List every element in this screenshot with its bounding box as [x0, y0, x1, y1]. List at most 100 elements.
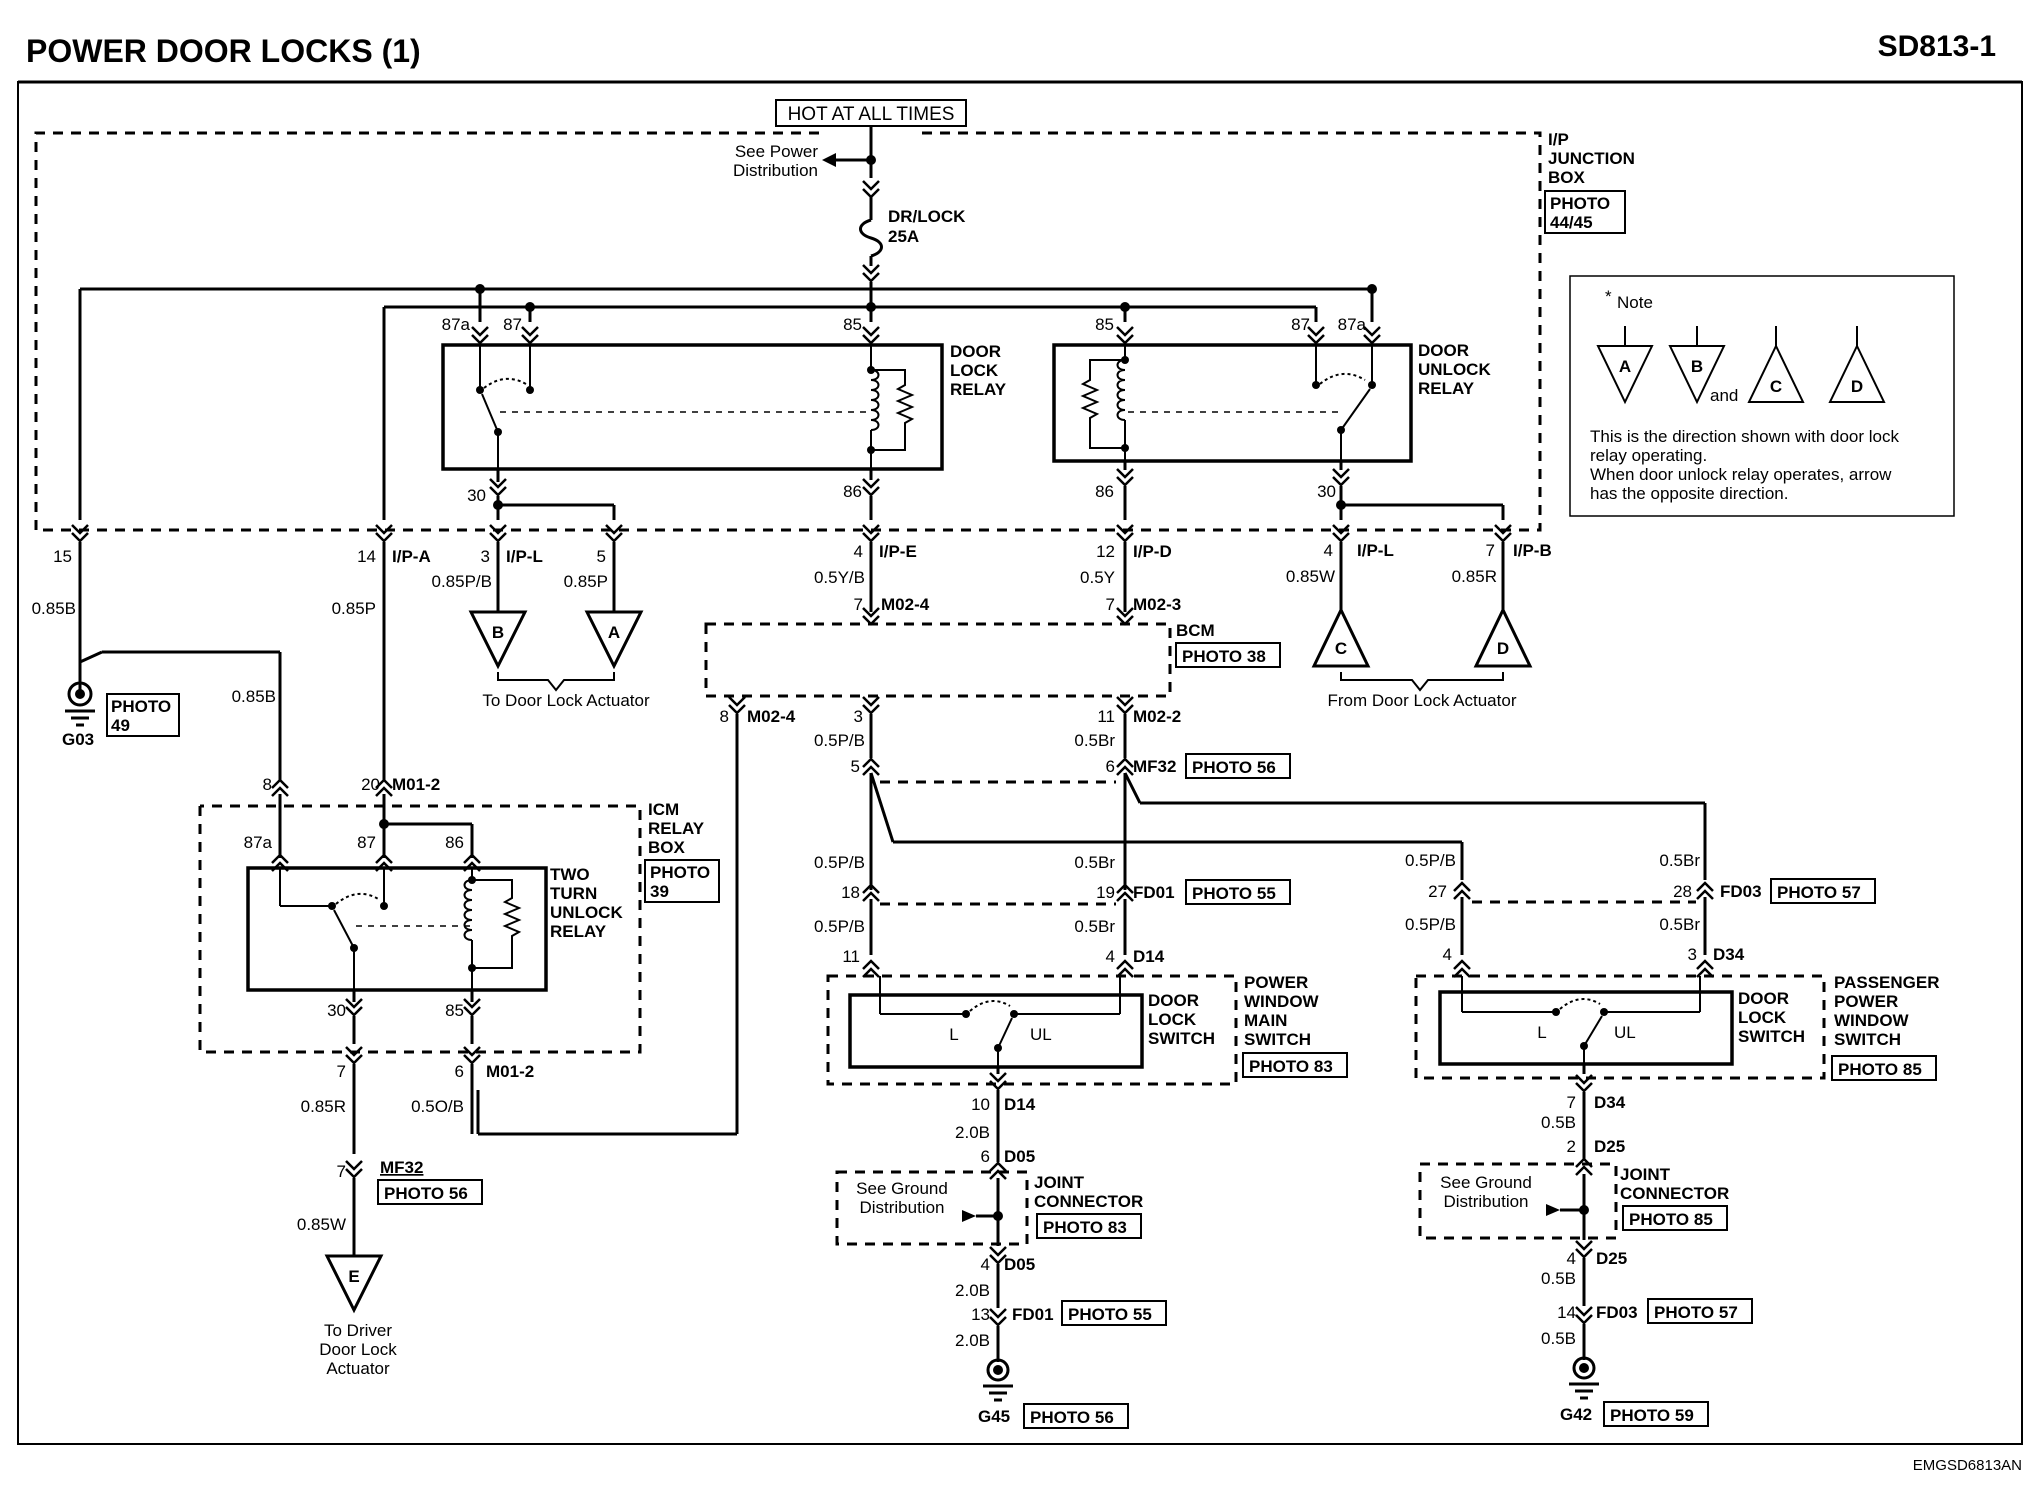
- label-door-unlock-relay-pin-87: 87: [1291, 315, 1310, 334]
- power-source: HOT AT ALL TIMES See Power Distribution …: [733, 99, 967, 306]
- label-ip-connectors-p15: 15: [53, 547, 72, 566]
- label-icm-to-1: To Driver: [324, 1321, 392, 1340]
- label-driver-side-fd01b-photo: PHOTO 55: [1068, 1305, 1152, 1324]
- label-door-unlock-relay-pin-30: 30: [1317, 482, 1336, 501]
- label-actuators-from-label: From Door Lock Actuator: [1328, 691, 1517, 710]
- page-code: SD813-1: [1878, 30, 1996, 63]
- label-icm-pin-30: 30: [327, 1001, 346, 1020]
- bcm: 0.5Y/B 0.5Y 7 M02-4 7 M02-3 BCM PHOTO 38…: [704, 542, 1281, 726]
- label-icm-p8: 8: [263, 775, 272, 794]
- label-passenger-side-d25: D25: [1594, 1137, 1625, 1156]
- label-driver-side-p4b: 4: [981, 1255, 990, 1274]
- label-passenger-side-d25b: D25: [1596, 1249, 1627, 1268]
- wire-bcm8: [476, 714, 739, 1136]
- label-icm-p6: 6: [455, 1062, 464, 1081]
- label-driver-side-w-05br-a: 0.5Br: [1074, 853, 1115, 872]
- driver-side: 0.5P/B 0.5Br 18 19 FD01 PHOTO 55 0.5P/B …: [814, 853, 1348, 1429]
- label-driver-side-sw-l1: DOOR: [1148, 991, 1199, 1010]
- label-passenger-side-d34b: D34: [1594, 1093, 1626, 1112]
- label-passenger-side-fd03b-photo: PHOTO 57: [1654, 1303, 1738, 1322]
- label-icm-p7b: 7: [337, 1162, 346, 1181]
- passenger-joint-photo-box: [1622, 1205, 1728, 1231]
- label-icm-p20: 20: [361, 775, 380, 794]
- label-passenger-side-p7: 7: [1567, 1093, 1576, 1112]
- actuator-c-symbol: [1311, 606, 1371, 668]
- label-passenger-side-fd03-photo: PHOTO 57: [1777, 883, 1861, 902]
- label-bcm-m023: M02-3: [1133, 595, 1181, 614]
- label-actuators-to-label: To Door Lock Actuator: [482, 691, 650, 710]
- label-passenger-side-ul: UL: [1614, 1023, 1636, 1042]
- label-icm-w-085r: 0.85R: [301, 1097, 346, 1116]
- label-ip-connectors-ipl1: I/P-L: [506, 547, 543, 566]
- note-line-2: relay operating.: [1590, 446, 1707, 465]
- label-passenger-side-ppw-photo: PHOTO 85: [1838, 1060, 1922, 1079]
- label-icm-pin-87: 87: [357, 833, 376, 852]
- label-driver-side-p4: 4: [1106, 947, 1115, 966]
- ip-junction-label-1: I/P: [1548, 130, 1569, 149]
- note-symbol-c: C: [1747, 326, 1805, 403]
- label-bcm-m024a: M02-4: [881, 595, 930, 614]
- door-unlock-relay-label-1: DOOR: [1418, 341, 1469, 360]
- passenger-fd03-photo-box: [1770, 878, 1876, 904]
- ground-g45-icon: [986, 1358, 1010, 1382]
- door-lock-relay-label-2: LOCK: [950, 361, 999, 380]
- label-passenger-side-w-05pb-a: 0.5P/B: [1405, 851, 1456, 870]
- label-passenger-side-see-gnd-2: Distribution: [1443, 1192, 1528, 1211]
- label-mf32-mid-photo: PHOTO 56: [1192, 758, 1276, 777]
- label-bcm-p11: 11: [1097, 707, 1115, 726]
- label-icm-p7: 7: [337, 1062, 346, 1081]
- label-wires-w-085b: 0.85B: [32, 599, 76, 618]
- label-mf32-mid-p6: 6: [1106, 757, 1115, 776]
- label-passenger-side-fd03b: FD03: [1596, 1303, 1638, 1322]
- note-symbol-a: A: [1596, 326, 1654, 405]
- ip-junction-label-2: JUNCTION: [1548, 149, 1635, 168]
- label-door-lock-relay-pin-85: 85: [843, 315, 862, 334]
- ip-junction-photo-1: PHOTO: [1550, 194, 1610, 213]
- actuator-a-symbol: [584, 610, 644, 670]
- label-icm-w-085w: 0.85W: [297, 1215, 346, 1234]
- label-icm-l2: RELAY: [648, 819, 705, 838]
- ip-junction-label-3: BOX: [1548, 168, 1586, 187]
- label-passenger-side-sw-l3: SWITCH: [1738, 1027, 1805, 1046]
- label-passenger-side-fd03: FD03: [1720, 882, 1762, 901]
- label-driver-side-pwm-3: MAIN: [1244, 1011, 1287, 1030]
- label-passenger-side-w-05b-b: 0.5B: [1541, 1269, 1576, 1288]
- note-symbol-b: B: [1668, 326, 1726, 405]
- label-icm-to-2: Door Lock: [319, 1340, 397, 1359]
- label-driver-side-w-20b-a: 2.0B: [955, 1123, 990, 1142]
- ground-g03-icon: [67, 681, 93, 707]
- label-driver-side-pwm-4: SWITCH: [1244, 1030, 1311, 1049]
- icm-relay-box: 8 20 M01-2 ICM RELAY BOX PHOTO 39 87a 87…: [198, 775, 720, 1378]
- label-bcm-p8: 8: [720, 707, 729, 726]
- label-passenger-side-ppw-4: SWITCH: [1834, 1030, 1901, 1049]
- ground-g42-icon: [1572, 1356, 1596, 1380]
- label-wires-w-085pb: 0.85P/B: [432, 572, 493, 591]
- label-ip-connectors-p12: 12: [1096, 542, 1115, 561]
- label-icm-l1: ICM: [648, 800, 679, 819]
- label-icm-mf32: MF32: [380, 1158, 423, 1177]
- label-bcm-name: BCM: [1176, 621, 1215, 640]
- label-driver-side-p19: 19: [1096, 883, 1115, 902]
- wire-pin14: 0.85P: [332, 542, 386, 780]
- label-driver-side-p6: 6: [981, 1147, 990, 1166]
- note-box: * Note A B and C D This is the direction…: [1569, 275, 1955, 517]
- actuator-e-symbol: [324, 1254, 384, 1314]
- label-passenger-side-p28: 28: [1673, 882, 1692, 901]
- label-driver-side-l: L: [949, 1025, 958, 1044]
- label-passenger-side-p3: 3: [1688, 945, 1697, 964]
- passenger-power-window-switch-box: [1414, 974, 1826, 1080]
- label-icm-sym-e: E: [348, 1267, 359, 1286]
- power-window-main-switch-box: [826, 974, 1238, 1086]
- label-door-lock-relay-pin-87a: 87a: [442, 315, 471, 334]
- label-passenger-side-w-05br-a: 0.5Br: [1659, 851, 1700, 870]
- label-ip-connectors-ipa: I/P-A: [392, 547, 431, 566]
- label-ground-g03-name: G03: [62, 730, 94, 749]
- label-bcm-p3: 3: [854, 707, 863, 726]
- label-driver-side-g45: G45: [978, 1407, 1010, 1426]
- label-driver-side-g45-photo: PHOTO 56: [1030, 1408, 1114, 1427]
- bcm-box: [704, 622, 1172, 698]
- note-line-3: When door unlock relay operates, arrow: [1590, 465, 1892, 484]
- label-actuators-sym-b: B: [492, 623, 504, 642]
- label-ip-connectors-p4b: 4: [1324, 541, 1333, 560]
- diagram-frame: [17, 81, 2023, 1445]
